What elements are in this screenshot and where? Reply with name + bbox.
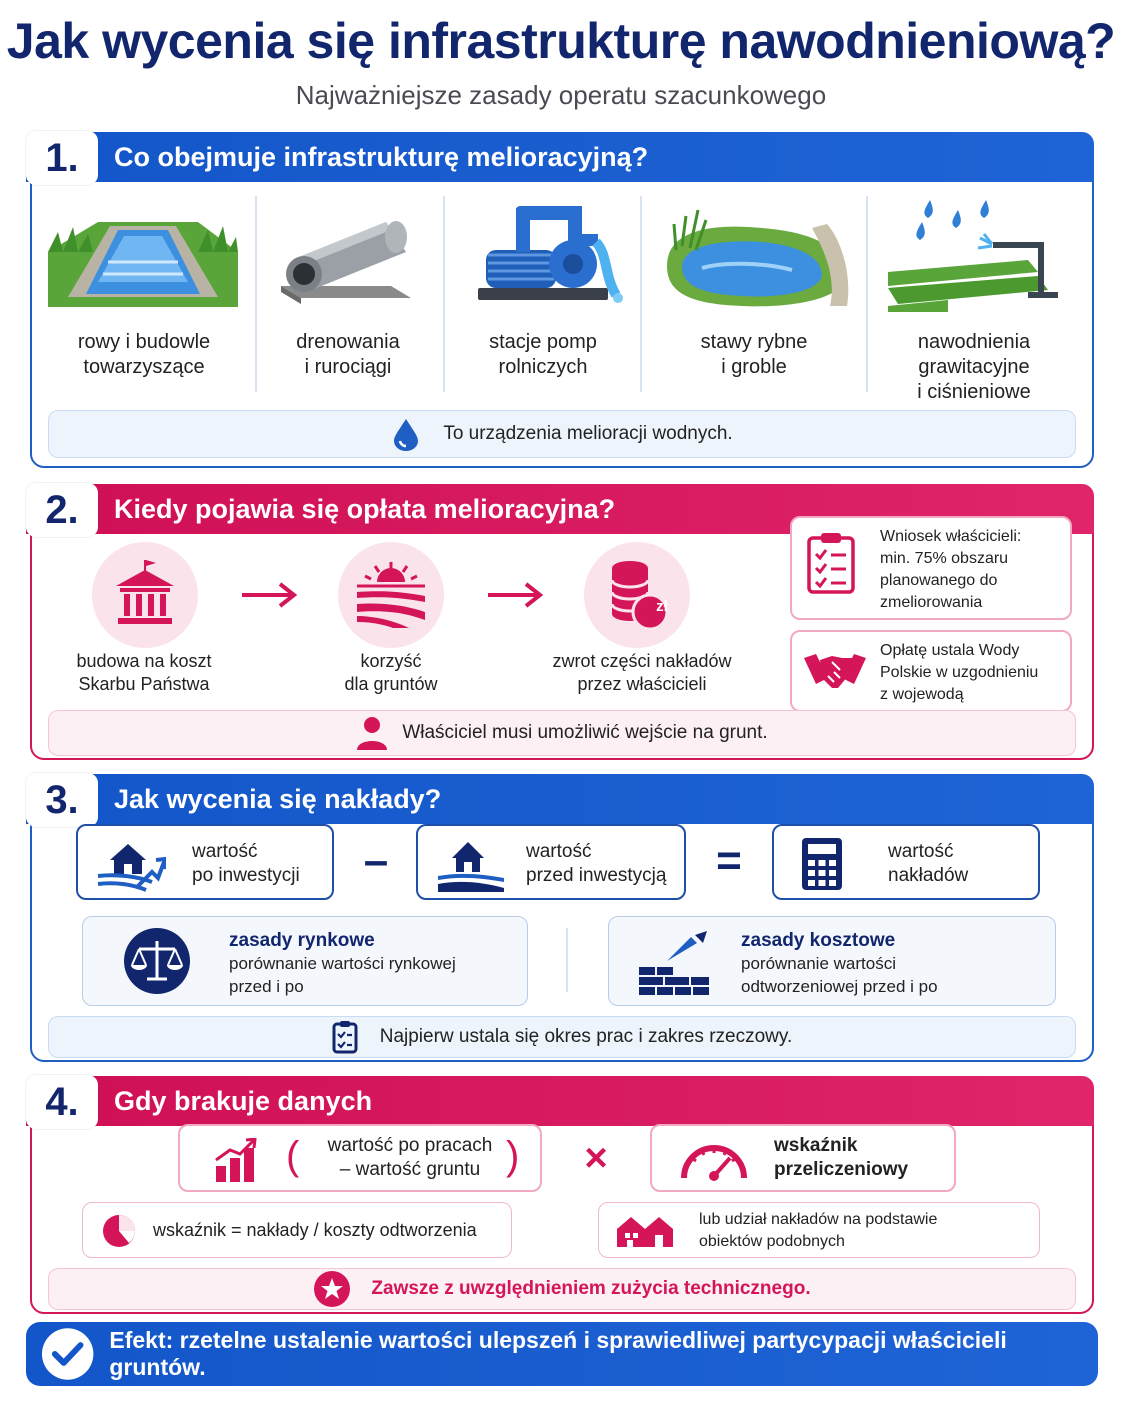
pie-chart-icon xyxy=(103,1215,135,1247)
water-drop-icon xyxy=(394,419,419,451)
final-banner-text: Efekt: rzetelne ustalenie wartości uleps… xyxy=(109,1327,1007,1380)
handshake-icon xyxy=(804,654,866,688)
section-4-heading: Gdy brakuje danych xyxy=(114,1085,373,1116)
s4-ratio-text: wskaźnik = nakłady / koszty odtworzenia xyxy=(153,1220,477,1240)
checklist-icon xyxy=(332,1021,358,1054)
section-4-header: 4. Gdy brakuje danych xyxy=(26,1075,1094,1129)
pump-icon xyxy=(478,206,623,303)
pond-icon xyxy=(667,209,849,307)
section-3-heading: Jak wycenia się nakłady? xyxy=(114,783,442,814)
clipboard-checklist-icon xyxy=(807,533,855,594)
s3-market-rules-box: zasady rynkowe porównanie wartości rynko… xyxy=(82,916,528,1006)
person-icon xyxy=(357,717,388,750)
government-building-icon xyxy=(92,542,198,648)
s2-note: Właściciel musi umożliwić wejście na gru… xyxy=(48,710,1076,756)
house-field-icon xyxy=(438,842,504,892)
zloty-label: zł xyxy=(656,598,668,615)
minus-operator: – xyxy=(363,836,389,885)
scales-icon xyxy=(124,928,190,994)
s4-note: Zawsze z uwzględnieniem zużycia technicz… xyxy=(48,1268,1076,1310)
houses-icon xyxy=(617,1217,673,1247)
gauge-icon xyxy=(681,1145,747,1181)
page-title: Jak wycenia się infrastrukturę nawodnien… xyxy=(6,13,1116,69)
final-banner: Efekt: rzetelne ustalenie wartości uleps… xyxy=(26,1322,1098,1386)
section-1-header: 1. Co obejmuje infrastrukturę melioracyj… xyxy=(26,131,1094,185)
section-2-number: 2. xyxy=(26,483,98,537)
section-1-number: 1. xyxy=(26,131,98,185)
section-4-number: 4. xyxy=(26,1075,98,1129)
arrow-right-icon xyxy=(242,582,298,608)
section-3-number: 3. xyxy=(26,773,98,827)
pipe-icon xyxy=(281,221,411,304)
s4-ratio-box: wskaźnik = nakłady / koszty odtworzenia xyxy=(82,1202,512,1258)
s3-market-rules-text: zasady rynkowe porównanie wartości rynko… xyxy=(229,930,456,996)
bricks-trowel-icon xyxy=(639,931,709,995)
calculator-icon xyxy=(802,838,842,890)
arrow-right-icon xyxy=(488,582,544,608)
s4-value-diff-text: wartość po pracach– wartość gruntu xyxy=(327,1135,493,1180)
s1-note: To urządzenia melioracji wodnych. xyxy=(48,410,1076,458)
ditch-icon xyxy=(48,222,238,307)
paren-close: ) xyxy=(506,1134,520,1178)
times-operator: × xyxy=(584,1136,608,1180)
coins-icon xyxy=(584,542,690,648)
irrigation-icon xyxy=(888,200,1058,312)
page-subtitle: Najważniejsze zasady operatu szacunkoweg… xyxy=(295,80,827,110)
s3-note: Najpierw ustala się okres prac i zakres … xyxy=(48,1016,1076,1058)
section-2-heading: Kiedy pojawia się opłata melioracyjna? xyxy=(114,493,616,524)
checkmark-icon xyxy=(41,1328,94,1380)
section-1-heading: Co obejmuje infrastrukturę melioracyjną? xyxy=(114,141,649,172)
bar-chart-rising-icon xyxy=(215,1138,257,1182)
s3-note-text: Najpierw ustala się okres prac i zakres … xyxy=(379,1026,793,1047)
section-3-header: 3. Jak wycenia się nakłady? xyxy=(26,773,1094,827)
house-rising-icon xyxy=(97,844,166,892)
paren-open: ( xyxy=(286,1134,300,1178)
s1-note-text: To urządzenia melioracji wodnych. xyxy=(443,423,733,444)
star-badge-icon xyxy=(314,1271,351,1307)
s2-note-text: Właściciel musi umożliwić wejście na gru… xyxy=(402,722,768,743)
s4-note-text: Zawsze z uwzględnieniem zużycia technicz… xyxy=(371,1278,811,1299)
equals-operator: = xyxy=(716,836,742,885)
field-sun-icon xyxy=(338,542,444,648)
s4-value-diff-box: ( wartość po pracach– wartość gruntu ) xyxy=(178,1124,542,1192)
